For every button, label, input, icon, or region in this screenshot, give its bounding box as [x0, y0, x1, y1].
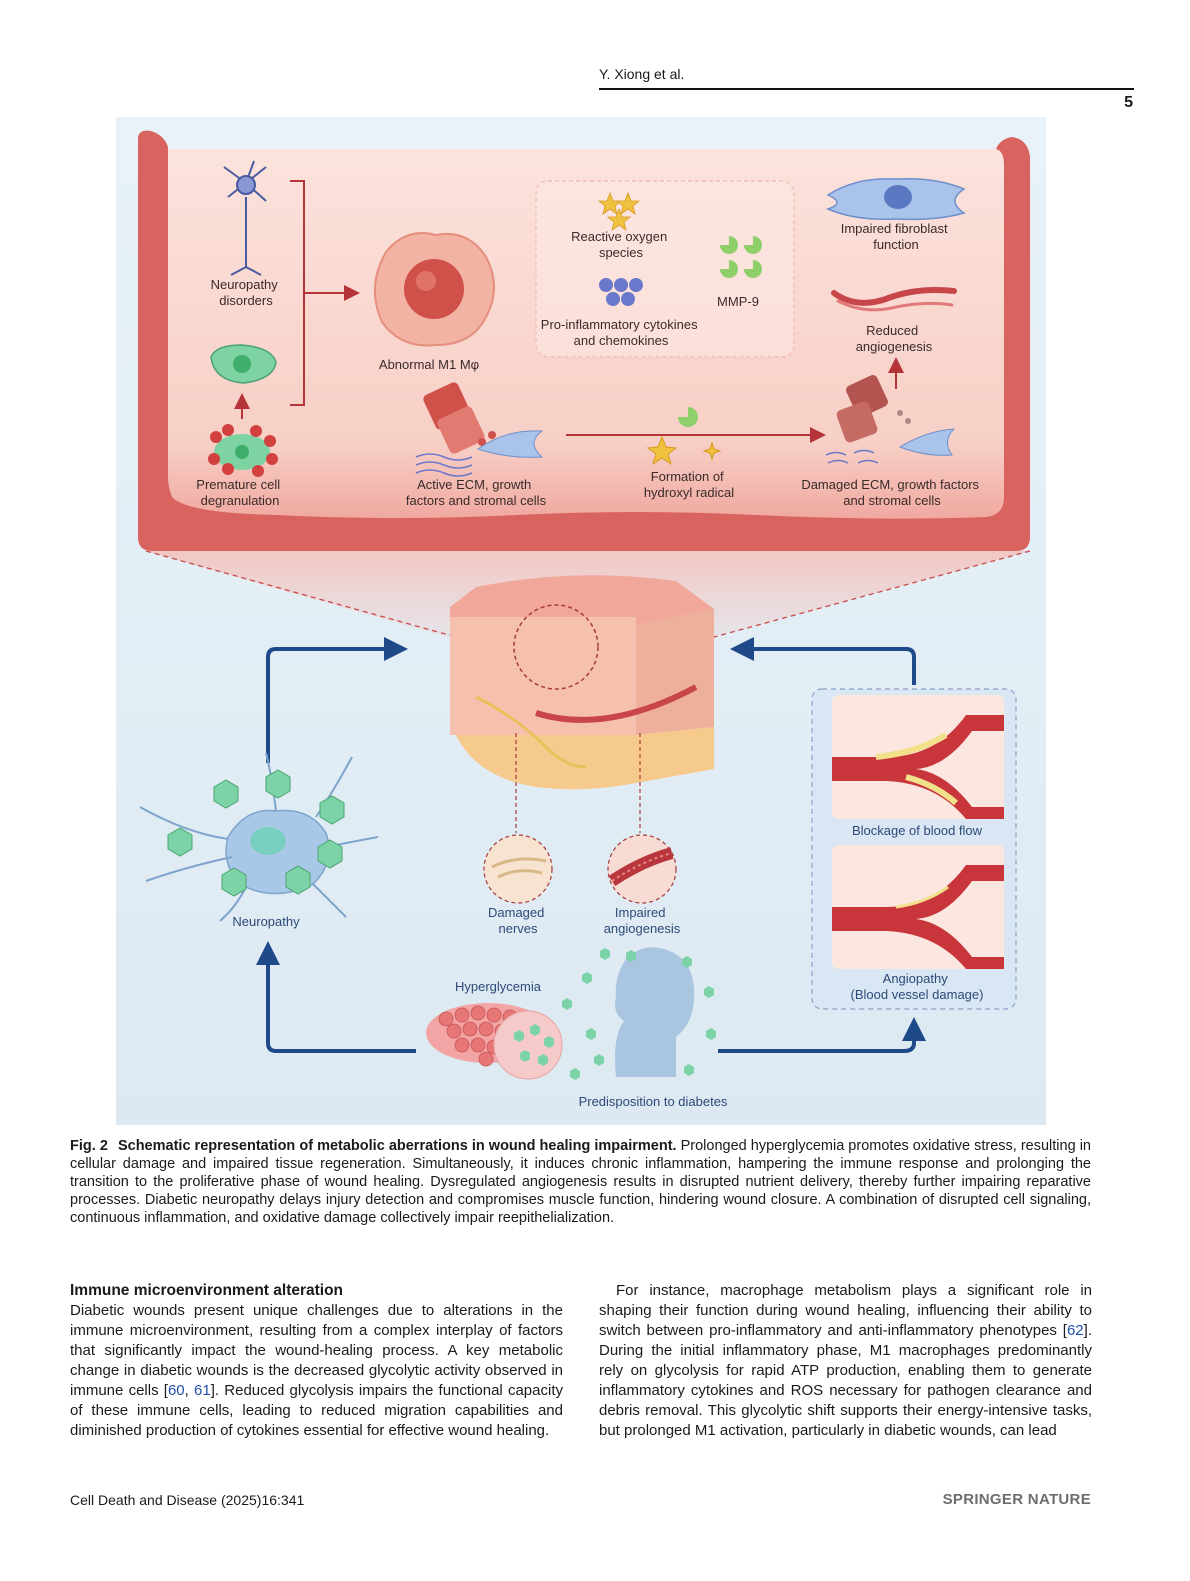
label-ros: Reactive oxygen species — [571, 229, 671, 260]
citation-separator: , — [184, 1382, 195, 1399]
label-fibroblast: Impaired fibroblast function — [841, 221, 952, 252]
label-angiopathy: Angiopathy (Blood vessel damage) — [851, 971, 984, 1002]
publisher-logo: SPRINGER NATURE — [942, 1491, 1091, 1508]
journal-citation: Cell Death and Disease (2025)16:341 — [70, 1492, 305, 1508]
page-number: 5 — [1124, 94, 1133, 111]
degranulating-cell-icon — [208, 424, 278, 477]
impaired-vessel-icon — [607, 834, 677, 904]
fibroblast-icon — [825, 177, 966, 221]
mediators-box — [535, 180, 795, 358]
figure-caption: Fig. 2 Schematic representation of metab… — [70, 1137, 1091, 1227]
green-cell-icon — [210, 344, 277, 384]
label-hydroxyl: Formation of hydroxyl radical — [644, 469, 734, 500]
vessel-worm-icon — [831, 287, 957, 312]
left-text-b: ]. Reduced glycolysis impairs the functi… — [70, 1382, 563, 1439]
label-damaged-nerves: Damaged nerves — [488, 905, 548, 936]
label-mmp9: MMP-9 — [717, 294, 759, 309]
mmp9-icon — [720, 236, 762, 278]
left-paragraph: Diabetic wounds present unique challenge… — [70, 1301, 563, 1441]
label-impaired-angio: Impaired angiogenesis — [604, 905, 681, 936]
figure-2: Neuropathy disorders Premature cell degr… — [116, 117, 1046, 1125]
label-blockage: Blockage of blood flow — [852, 823, 983, 838]
right-text-a: For instance, macrophage metabolism play… — [599, 1282, 1092, 1339]
citation-link-62[interactable]: 62 — [1066, 1322, 1084, 1339]
ros-star-icons — [597, 191, 641, 231]
header-rule — [599, 88, 1134, 90]
label-reduced-angio: Reduced angiogenesis — [856, 323, 933, 354]
blood-cells-icon — [426, 1003, 563, 1080]
label-active-ecm: Active ECM, growth factors and stromal c… — [406, 477, 547, 508]
arrow-loop-bottom-left — [256, 941, 416, 1053]
label-neuropathy-disorders: Neuropathy disorders — [211, 277, 282, 308]
neuropathy-cell-icon — [139, 752, 379, 922]
label-abnormal-m1: Abnormal M1 Mφ — [379, 357, 479, 372]
section-title: Immune microenvironment alteration — [70, 1282, 344, 1299]
caption-text: Prolonged hyperglycemia promotes oxidati… — [70, 1138, 1091, 1226]
zoom-line-right — [713, 550, 1031, 638]
label-hyperglycemia: Hyperglycemia — [455, 979, 542, 994]
citation-link-60[interactable]: 60 — [167, 1382, 185, 1399]
left-text-a: Diabetic wounds present unique challenge… — [70, 1302, 563, 1399]
label-damaged-ecm: Damaged ECM, growth factors and stromal … — [801, 477, 982, 508]
right-column: For instance, macrophage metabolism play… — [599, 1281, 1092, 1441]
caption-label: Fig. 2 — [70, 1138, 108, 1154]
m1-macrophage-icon — [373, 232, 495, 347]
citation-link-61[interactable]: 61 — [194, 1382, 211, 1399]
blocked-vessel-icon — [832, 695, 1004, 819]
hydroxyl-icons — [646, 407, 722, 466]
label-premature-cell: Premature cell degranulation — [196, 477, 283, 508]
head-silhouette-icon — [562, 947, 716, 1080]
damaged-nerves-icon — [483, 834, 553, 904]
running-head: Y. Xiong et al. — [599, 66, 685, 82]
label-neuropathy: Neuropathy — [232, 914, 300, 929]
arrow-loop-top-right — [730, 637, 916, 685]
active-ecm-icon — [415, 382, 544, 477]
damaged-ecm-icon — [825, 375, 956, 464]
label-predisposition: Predisposition to diabetes — [579, 1094, 728, 1109]
cytokine-dots-icon — [599, 278, 643, 306]
neuron-icon — [223, 160, 267, 276]
arrow-loop-top-left — [266, 637, 408, 763]
right-text-b: ]. During the initial inflammatory phase… — [599, 1322, 1092, 1439]
skin-block-illustration — [450, 575, 714, 790]
right-paragraph: For instance, macrophage metabolism play… — [599, 1281, 1092, 1441]
damaged-vessel-icon — [832, 845, 1004, 969]
arrow-loop-bottom-right — [718, 1017, 926, 1053]
label-cytokines: Pro-inflammatory cytokines and chemokine… — [541, 317, 701, 348]
left-column: Immune microenvironment alteration Diabe… — [70, 1281, 563, 1441]
caption-title: Schematic representation of metabolic ab… — [117, 1138, 677, 1154]
